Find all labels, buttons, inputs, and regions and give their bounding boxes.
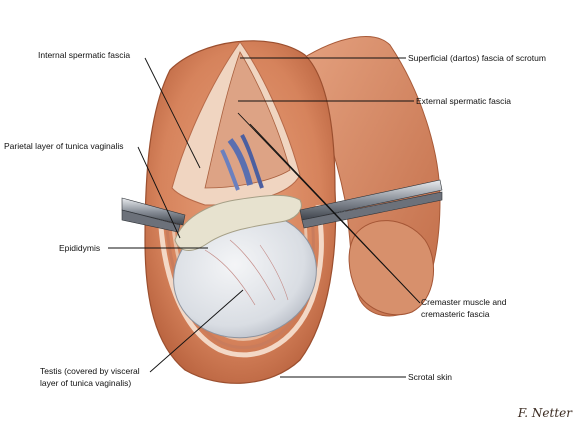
label-epididymis: Epididymis	[59, 243, 101, 253]
penis-shape	[299, 36, 441, 317]
leader-lines	[108, 57, 421, 378]
left-retractor	[121, 197, 186, 233]
label-parietal-layer-tunica-vaginalis: Parietal layer of tunica vaginalis	[4, 141, 124, 151]
right-retractor	[299, 179, 443, 229]
leader-testis	[149, 289, 244, 373]
label-testis-line-2: layer of tunica vaginalis)	[40, 378, 132, 388]
label-testis-line-1: Testis (covered by visceral	[40, 366, 140, 376]
label-internal-spermatic-fascia: Internal spermatic fascia	[38, 50, 131, 60]
label-cremaster-line-2: cremasteric fascia	[421, 309, 490, 319]
pampiniform-veins	[220, 134, 264, 191]
label-scrotal-skin: Scrotal skin	[408, 372, 452, 382]
label-superficial-dartos-fascia: Superficial (dartos) fascia of scrotum	[408, 53, 546, 63]
leader-parietal-layer	[137, 146, 181, 239]
label-cremaster-line-1: Cremaster muscle and	[421, 297, 507, 307]
label-external-spermatic-fascia: External spermatic fascia	[416, 96, 511, 106]
dartos-fascia-layer	[157, 204, 324, 358]
leader-cremaster-2	[249, 123, 421, 304]
epididymis-shape	[174, 194, 302, 251]
leader-internal-spermatic-fascia	[144, 57, 201, 169]
artist-signature: F. Netter	[517, 406, 572, 420]
